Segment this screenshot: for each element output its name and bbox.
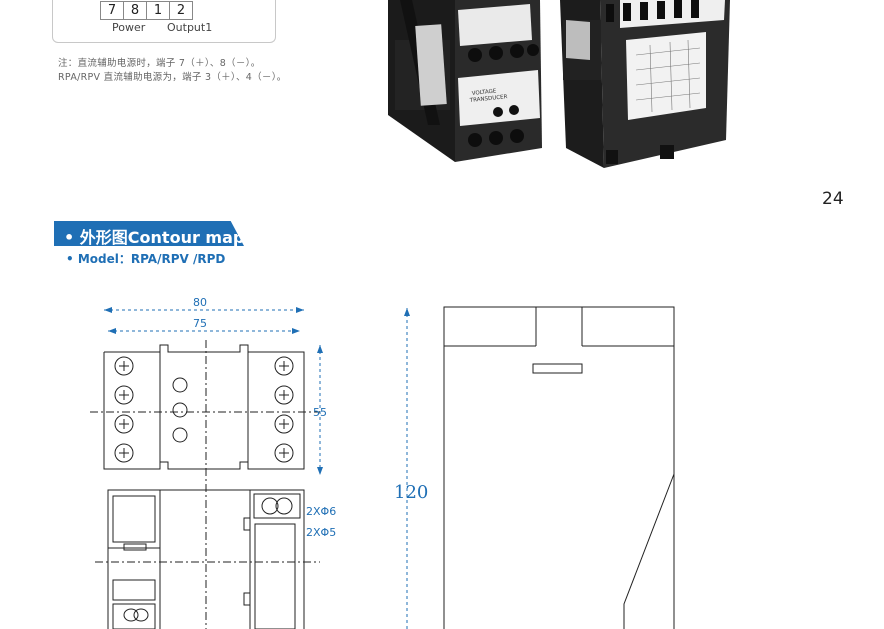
product-label-line2: TRANSDUCER (469, 94, 508, 104)
model-line: • Model：RPA/RPV /RPD (66, 252, 226, 266)
adjust-holes (172, 377, 188, 443)
bottom-view (95, 489, 320, 629)
output-label: Output1 (167, 21, 213, 34)
power-label: Power (112, 21, 146, 34)
terminal-screws-right (274, 356, 294, 463)
product-label-line1: VOLTAGE (472, 88, 498, 97)
terminal-screws-left (114, 356, 134, 463)
terminal-table-frame (52, 0, 276, 43)
dim-hole-large: 2XΦ6 (306, 505, 337, 518)
section-title: • 外形图Contour map (64, 228, 245, 247)
product-photo-right (560, 0, 730, 168)
dimension-lines (104, 307, 410, 629)
dim-hole-small: 2XΦ5 (306, 526, 337, 539)
terminal-cell: 7 (101, 2, 124, 19)
dim-height-terminals: 55 (313, 406, 327, 419)
product-photo-left: VOLTAGE TRANSDUCER (388, 0, 542, 162)
dim-width-inner: 75 (193, 317, 207, 330)
section-banner (54, 221, 244, 246)
top-view (90, 340, 320, 629)
note-line-2: RPA/RPV 直流辅助电源为，端子 3（＋）、4（－）。 (58, 72, 287, 83)
dim-width-outer: 80 (193, 296, 207, 309)
dim-height-side: 120 (394, 482, 429, 503)
terminal-cell: 2 (176, 3, 186, 18)
terminal-number-row: 7 8 1 2 (100, 1, 193, 20)
note-line-1: 注：直流辅助电源时，端子 7（＋）、8（－）。 (58, 58, 261, 69)
side-view (443, 306, 675, 629)
terminal-cell: 8 (124, 2, 147, 19)
terminal-cell: 1 (147, 2, 170, 19)
page-number: 24 (822, 189, 844, 209)
